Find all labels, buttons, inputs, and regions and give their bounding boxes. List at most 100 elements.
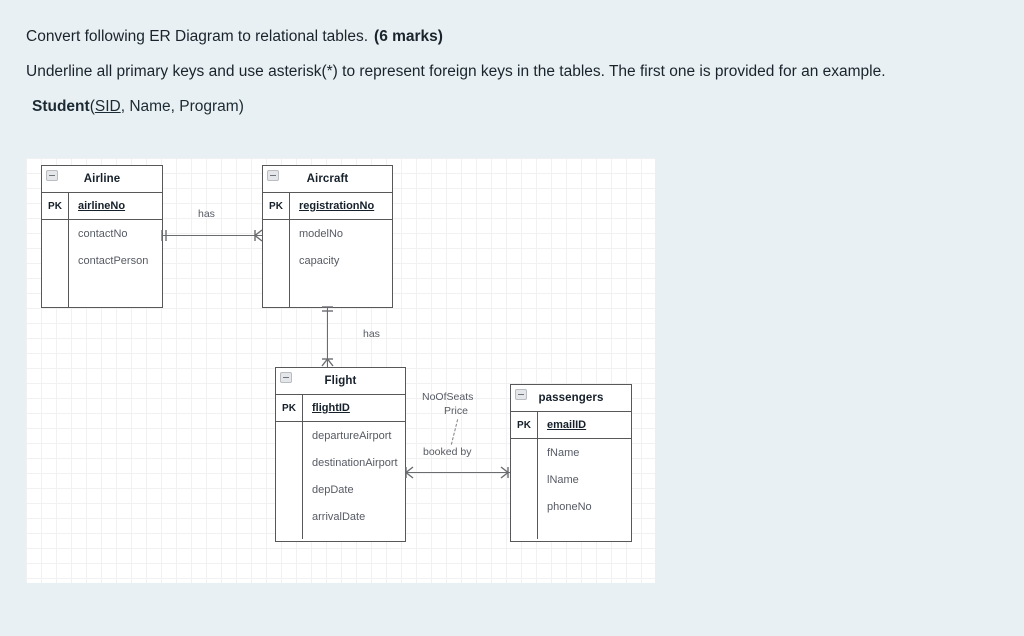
collapse-icon[interactable] [267, 170, 279, 181]
pk-marker: PK [276, 395, 303, 421]
attr-key-blank [511, 493, 538, 520]
entity-passengers-attr-2: phoneNo [547, 500, 592, 513]
entity-airline-header: Airline [42, 166, 162, 193]
entity-airline-pk-row: PK airlineNo [42, 193, 162, 220]
example-primary-key: SID [94, 98, 121, 115]
entity-flight-attr-row: arrivalDate [276, 503, 405, 530]
entity-aircraft-header: Aircraft [263, 166, 392, 193]
entity-aircraft-pk-row: PK registrationNo [263, 193, 392, 220]
crowfoot-flight-top [321, 357, 334, 367]
pk-marker: PK [263, 193, 290, 219]
entity-passengers-pk-name: emailID [547, 419, 587, 431]
entity-passengers-title: passengers [538, 392, 604, 404]
attr-key-blank [276, 503, 303, 530]
entity-passengers-attr-0: fName [547, 446, 580, 459]
attr-key-blank [276, 422, 303, 449]
question-prompt: Convert following ER Diagram to relation… [26, 28, 369, 45]
entity-passengers-attr-row: fName [511, 439, 631, 466]
entity-flight-pk-row: PK flightID [276, 395, 405, 422]
collapse-icon[interactable] [280, 372, 292, 383]
attr-key-blank [276, 476, 303, 503]
relationship-attribute-price: Price [444, 405, 468, 417]
entity-airline-attr-row: contactPerson [42, 247, 162, 274]
relationship-label-flight-passengers: booked by [423, 446, 472, 458]
question-block: Convert following ER Diagram to relation… [26, 24, 998, 119]
crowfoot-flight-right [404, 466, 414, 479]
crowfoot-passengers-left [500, 466, 510, 479]
entity-aircraft-attr-0: modelNo [299, 227, 344, 240]
attr-blank [538, 520, 631, 539]
entity-aircraft-filler [263, 274, 392, 307]
connector-airline-aircraft [163, 235, 262, 237]
attr-key-blank [263, 274, 290, 307]
entity-airline-filler [42, 274, 162, 307]
connector-flight-passengers [406, 472, 510, 474]
pk-marker: PK [42, 193, 69, 219]
pk-marker: PK [511, 412, 538, 438]
entity-flight-attr-row: depDate [276, 476, 405, 503]
relationship-label-airline-aircraft: has [198, 208, 215, 220]
entity-flight-title: Flight [324, 375, 357, 387]
entity-airline[interactable]: Airline PK airlineNo contactNo contactPe… [41, 165, 163, 308]
crowfoot-aircraft-bottom [322, 306, 333, 312]
entity-passengers[interactable]: passengers PK emailID fName lName phoneN… [510, 384, 632, 542]
attr-key-blank [511, 439, 538, 466]
er-diagram-canvas[interactable]: Airline PK airlineNo contactNo contactPe… [26, 158, 655, 583]
connector-aircraft-flight [327, 308, 329, 367]
entity-flight[interactable]: Flight PK flightID departureAirport dest… [275, 367, 406, 542]
collapse-icon[interactable] [515, 389, 527, 400]
entity-passengers-filler [511, 520, 631, 539]
attr-key-blank [276, 449, 303, 476]
entity-flight-attr-0: departureAirport [312, 429, 392, 442]
example-close-paren: ) [238, 98, 244, 115]
entity-airline-title: Airline [83, 173, 121, 185]
crowfoot-airline-end [161, 230, 167, 241]
entity-aircraft-attr-row: modelNo [263, 220, 392, 247]
entity-flight-attr-3: arrivalDate [312, 510, 366, 523]
entity-flight-header: Flight [276, 368, 405, 395]
entity-aircraft-attr-1: capacity [299, 254, 340, 267]
attr-key-blank [276, 530, 303, 539]
entity-aircraft-attr-row: capacity [263, 247, 392, 274]
example-entity-name: Student [32, 98, 90, 115]
relationship-label-aircraft-flight: has [363, 328, 380, 340]
entity-flight-pk-name: flightID [312, 402, 350, 414]
entity-airline-attr-1: contactPerson [78, 254, 149, 267]
question-marks: (6 marks) [374, 28, 443, 45]
question-prompt-line: Convert following ER Diagram to relation… [26, 24, 998, 50]
example-answer-line: Student(SID, Name, Program) [26, 95, 998, 119]
entity-aircraft-pk-name: registrationNo [299, 200, 375, 212]
attr-key-blank [511, 520, 538, 539]
entity-passengers-attr-row: lName [511, 466, 631, 493]
attr-key-blank [263, 220, 290, 247]
attr-key-blank [263, 247, 290, 274]
entity-passengers-attr-1: lName [547, 473, 579, 486]
example-rest-attributes: , Name, Program [120, 98, 239, 115]
entity-flight-attr-row: departureAirport [276, 422, 405, 449]
entity-flight-attr-1: destinationAirport [312, 456, 398, 469]
collapse-icon[interactable] [46, 170, 58, 181]
question-instructions: Underline all primary keys and use aster… [26, 63, 886, 80]
entity-airline-pk-name: airlineNo [78, 200, 126, 212]
attr-key-blank [511, 466, 538, 493]
entity-passengers-header: passengers [511, 385, 631, 412]
relationship-attribute-link [450, 419, 459, 445]
entity-flight-attr-row: destinationAirport [276, 449, 405, 476]
attr-blank [69, 274, 162, 307]
crowfoot-aircraft-end [253, 229, 263, 242]
entity-flight-filler [276, 530, 405, 539]
attr-key-blank [42, 274, 69, 307]
entity-aircraft-title: Aircraft [306, 173, 349, 185]
entity-airline-attr-0: contactNo [78, 227, 128, 240]
entity-airline-attr-row: contactNo [42, 220, 162, 247]
entity-passengers-attr-row: phoneNo [511, 493, 631, 520]
attr-blank [290, 274, 392, 307]
entity-aircraft[interactable]: Aircraft PK registrationNo modelNo capac… [262, 165, 393, 308]
attr-key-blank [42, 220, 69, 247]
entity-passengers-pk-row: PK emailID [511, 412, 631, 439]
example-open-paren: ( [89, 98, 95, 115]
attr-key-blank [42, 247, 69, 274]
entity-flight-attr-2: depDate [312, 483, 354, 496]
relationship-attribute-noofseats: NoOfSeats [422, 391, 474, 403]
attr-blank [303, 530, 405, 539]
